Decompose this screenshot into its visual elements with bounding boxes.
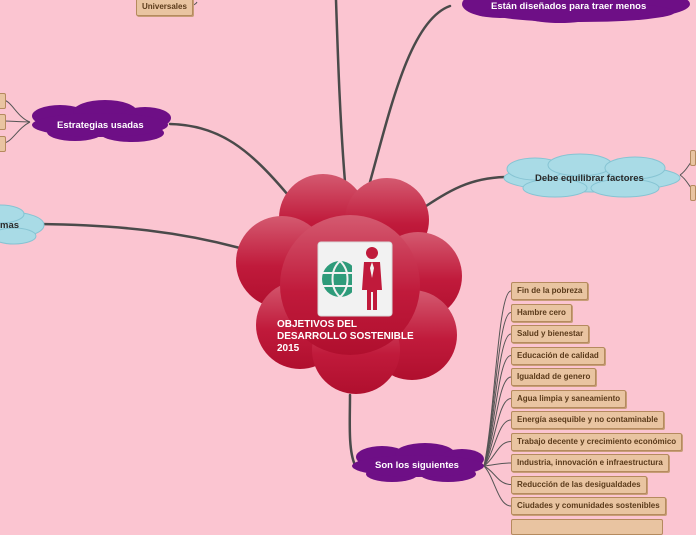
goal-connector xyxy=(483,355,512,467)
leaf-connectors xyxy=(3,1,696,507)
goal-leaf[interactable]: Hambre cero xyxy=(511,303,572,322)
central-title-line-1: OBJETIVOS DEL xyxy=(277,319,358,330)
connector-equilibrar xyxy=(418,175,507,212)
connector-estrategias xyxy=(168,122,290,197)
leaf-stub-estrategias-1[interactable] xyxy=(0,93,6,109)
leaf-stub-equilibrar[interactable] xyxy=(690,185,696,201)
goal-connector xyxy=(483,462,512,467)
branch-disenados-label[interactable]: Están diseñados para traer menos xyxy=(491,1,647,12)
goal-leaf[interactable]: Energía asequible y no contaminable xyxy=(511,411,664,429)
goal-connector xyxy=(483,312,512,467)
goal-leaf-stub[interactable] xyxy=(511,518,663,535)
goal-connector xyxy=(483,376,512,467)
goal-leaf[interactable]: Industria, innovación e infraestructura xyxy=(511,454,669,472)
cloud-estrategias[interactable] xyxy=(32,100,171,142)
branch-siguientes-label[interactable]: Son los siguientes xyxy=(375,460,459,471)
goal-leaf[interactable]: Agua limpia y saneamiento xyxy=(511,389,627,408)
central-title-line-2: DESARROLLO SOSTENIBLE xyxy=(277,331,414,342)
goal-connector xyxy=(483,465,512,507)
connectors xyxy=(38,0,507,467)
goal-leaf[interactable]: Reducción de las desigualdades xyxy=(511,475,647,494)
goal-connector xyxy=(483,419,512,467)
cloud-problemas[interactable] xyxy=(0,204,45,245)
connector-disenados xyxy=(368,4,452,184)
goal-leaf[interactable]: Ciudades y comunidades sostenibles xyxy=(511,497,666,515)
connector-problemas xyxy=(38,222,242,250)
cloud-disenados[interactable] xyxy=(462,0,690,23)
central-title-line-3: 2015 xyxy=(277,343,300,354)
central-title: OBJETIVOS DEL DESARROLLO SOSTENIBLE 2015 xyxy=(277,319,437,355)
leaf-stub-equilibrar[interactable] xyxy=(690,150,696,166)
connector-siguientes xyxy=(348,393,357,467)
goal-connector xyxy=(483,441,512,467)
branch-problemas-label[interactable]: mas xyxy=(0,220,20,231)
leaf-universales[interactable]: Universales xyxy=(136,0,193,16)
goal-connector xyxy=(483,465,512,485)
leaf-stub-estrategias-2[interactable] xyxy=(0,114,6,130)
goal-connector xyxy=(483,398,512,467)
connector-top xyxy=(334,0,347,184)
mind-map-canvas xyxy=(0,0,696,507)
goal-leaf[interactable]: Educación de calidad xyxy=(511,346,605,365)
goal-leaf[interactable]: Salud y bienestar xyxy=(511,325,590,343)
cloud-siguientes[interactable] xyxy=(352,443,484,482)
goal-leaf[interactable]: Igualdad de genero xyxy=(511,368,597,386)
branch-estrategias-label[interactable]: Estrategias usadas xyxy=(57,120,144,131)
branch-equilibrar-label[interactable]: Debe equilibrar factores xyxy=(535,173,644,184)
goal-leaf[interactable]: Trabajo decente y crecimiento económico xyxy=(511,432,683,451)
leaf-stub-estrategias-3[interactable] xyxy=(0,136,6,152)
cloud-equilibrar[interactable] xyxy=(503,153,681,198)
globe-businessman-icon xyxy=(317,241,393,317)
goal-leaf[interactable]: Fin de la pobreza xyxy=(511,282,589,300)
